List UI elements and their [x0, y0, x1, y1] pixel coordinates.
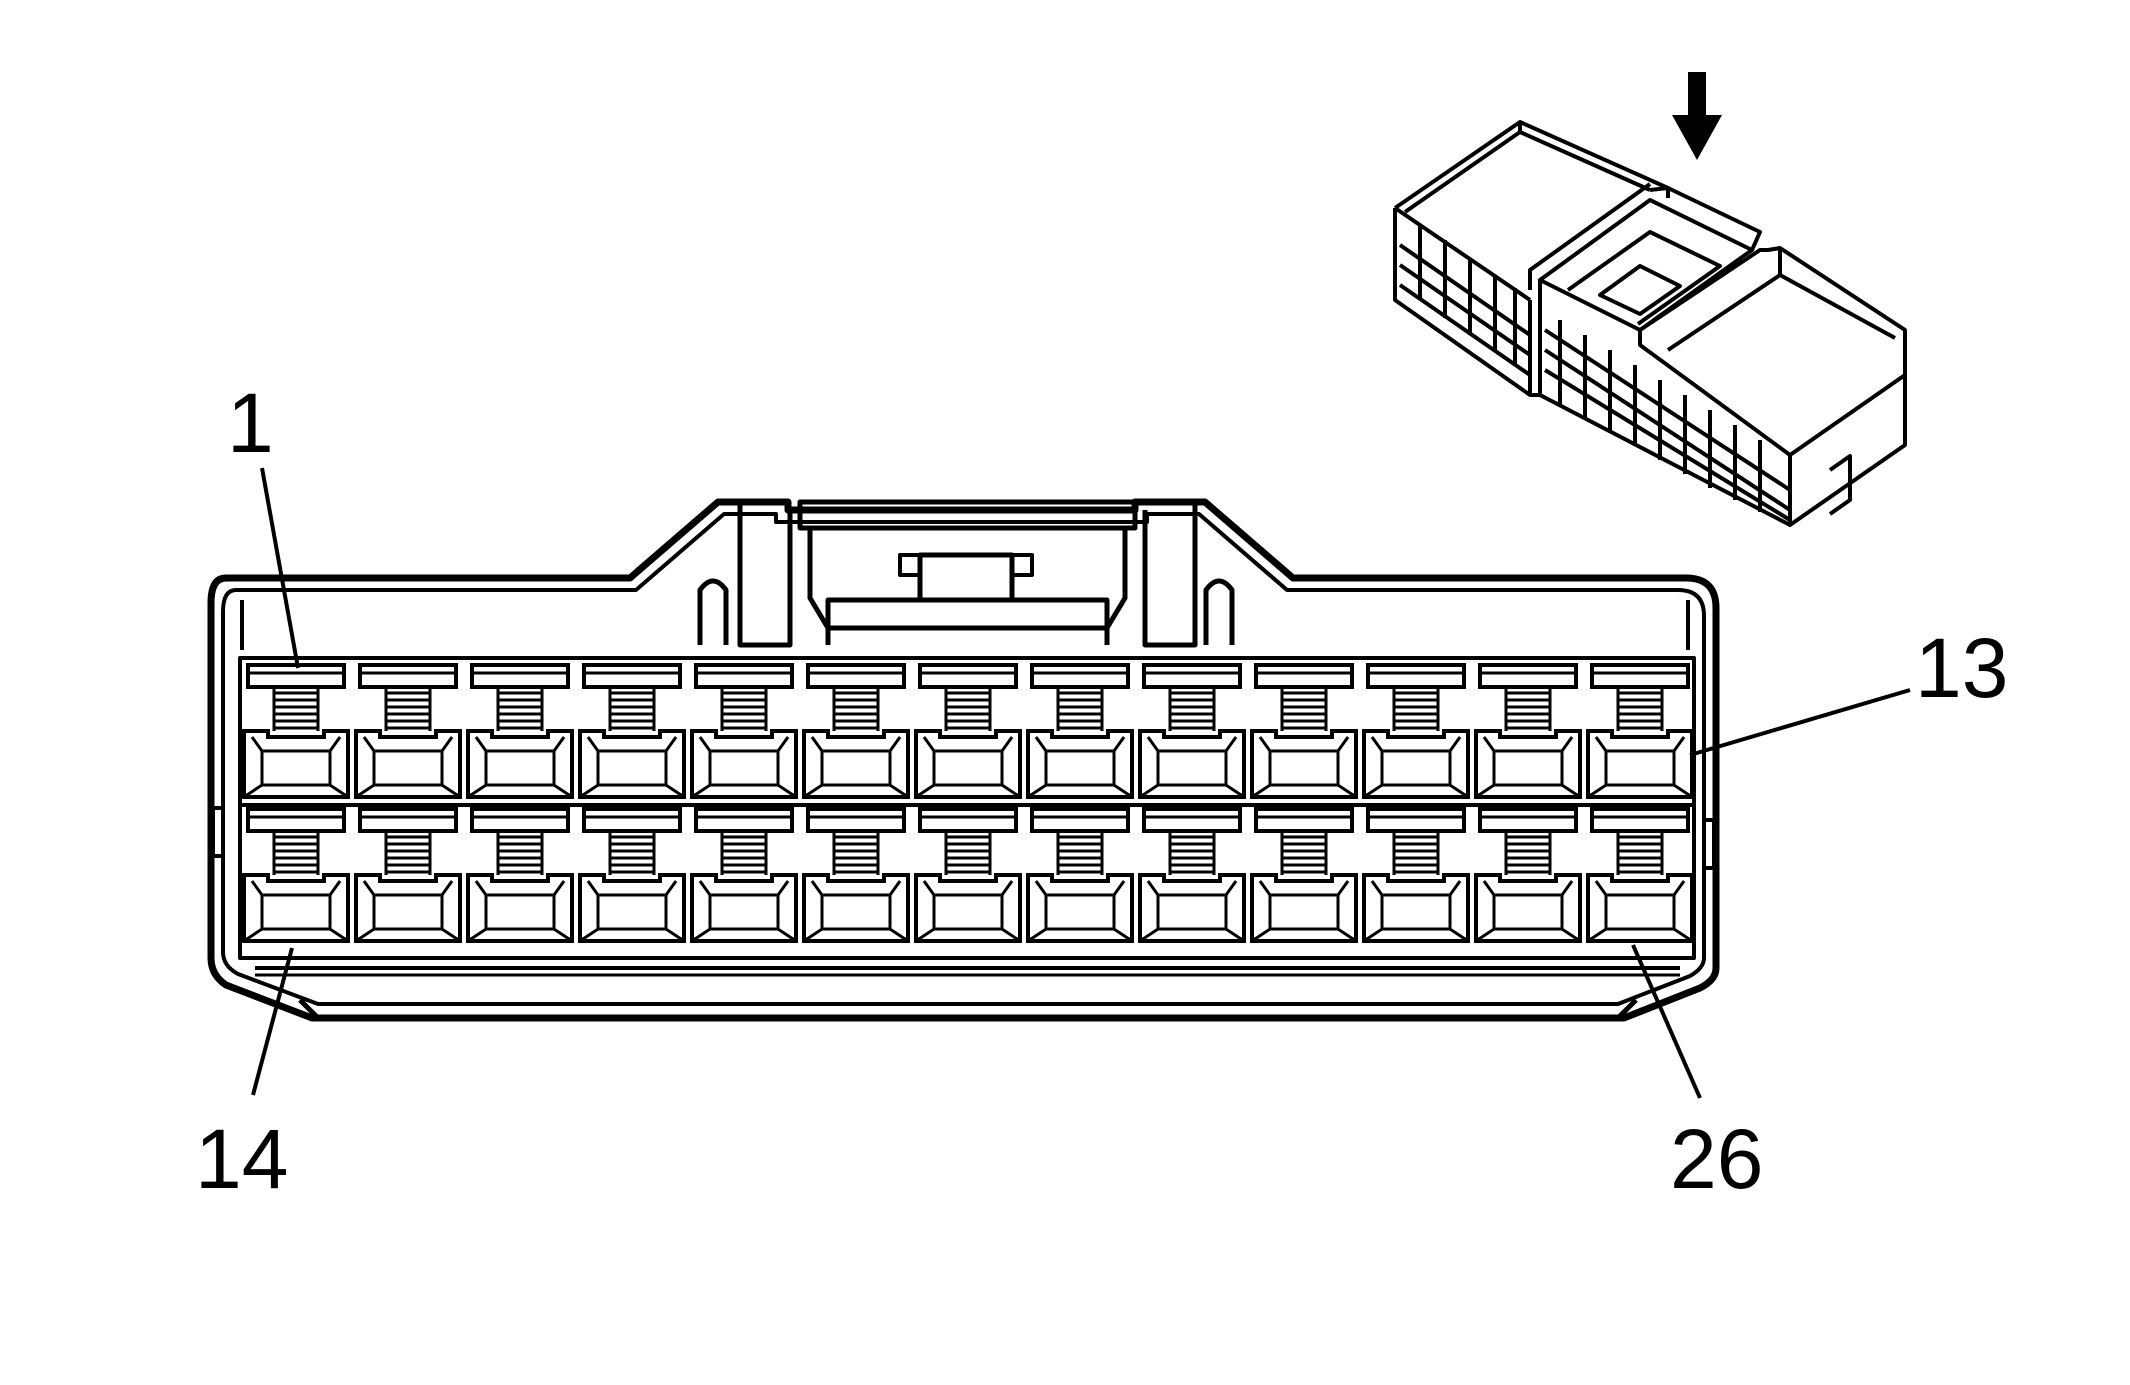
cavity-16 [466, 807, 574, 943]
leader-line-pin-1 [260, 467, 300, 669]
cavity-2 [354, 663, 462, 799]
cavity-4 [578, 663, 686, 799]
cavity-12 [1474, 663, 1582, 799]
leader-line-pin-26 [1631, 944, 1702, 1099]
cavity-field-frame [238, 656, 1696, 960]
cavity-14 [242, 807, 350, 943]
cavity-21 [1026, 807, 1134, 943]
cavity-13 [1586, 663, 1694, 799]
housing-outline [207, 498, 1720, 1022]
guide-post-left [697, 578, 729, 645]
cavity-24 [1362, 807, 1470, 943]
connector-isometric-view [1393, 120, 1907, 527]
cavity-19 [802, 807, 910, 943]
down-arrow-icon [1672, 72, 1722, 160]
cavity-20 [914, 807, 1022, 943]
cavity-17 [578, 807, 686, 943]
latch [737, 499, 1198, 648]
cavity-6 [802, 663, 910, 799]
cavity-26 [1586, 807, 1694, 943]
pin-label-13: 13 [1915, 621, 2008, 715]
pin-label-1: 1 [227, 376, 274, 470]
guide-post-right [1203, 578, 1235, 645]
pin-label-14: 14 [195, 1112, 288, 1206]
housing-side-rib-left [240, 600, 1690, 650]
cavity-3 [466, 663, 574, 799]
cavity-7 [914, 663, 1022, 799]
cavity-22 [1138, 807, 1246, 943]
cavity-10 [1250, 663, 1358, 799]
pin-label-26: 26 [1670, 1112, 1763, 1206]
leader-line-pin-13 [1689, 688, 1911, 757]
leader-line-pin-14 [251, 947, 294, 1096]
side-key-right [1702, 818, 1716, 870]
leader-lines [251, 467, 1911, 1099]
housing-skirt [298, 998, 1638, 1020]
cavity-row-top [242, 663, 1694, 799]
cavity-5 [690, 663, 798, 799]
cavity-8 [1026, 663, 1134, 799]
side-key-left [211, 806, 225, 858]
cavity-23 [1250, 807, 1358, 943]
connector-face [207, 498, 1720, 1022]
cavity-25 [1474, 807, 1582, 943]
cavity-11 [1362, 663, 1470, 799]
cavity-15 [354, 807, 462, 943]
cavity-9 [1138, 663, 1246, 799]
cavity-row-bottom [242, 807, 1694, 943]
housing-inner-outline [221, 512, 1706, 1006]
cavity-1 [242, 663, 350, 799]
cavity-18 [690, 807, 798, 943]
